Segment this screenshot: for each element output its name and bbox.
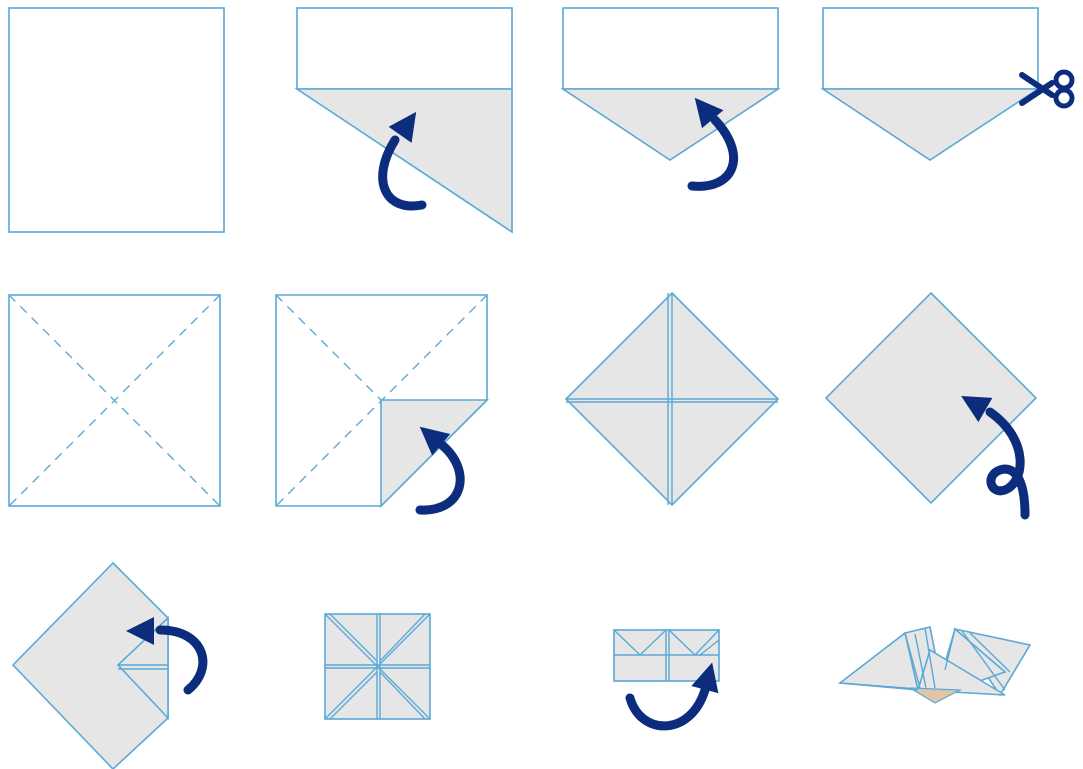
step-8-turn-over xyxy=(826,293,1036,515)
step-11-fold-in-half xyxy=(614,630,726,726)
step-2-diagonal-fold xyxy=(297,8,512,232)
step-3-triangle-fold xyxy=(563,8,778,186)
step-6-fold-corner-to-center xyxy=(276,295,487,510)
step-12-finished-fortune-teller xyxy=(840,627,1030,703)
step-4-cut-strip xyxy=(823,8,1072,160)
step-7-four-corners-folded xyxy=(566,293,778,505)
step-9-fold-corners-again xyxy=(13,563,203,769)
step-1-square-paper xyxy=(9,8,224,232)
step-5-diagonal-creases xyxy=(9,295,220,506)
step-10-folded-square xyxy=(325,614,430,719)
